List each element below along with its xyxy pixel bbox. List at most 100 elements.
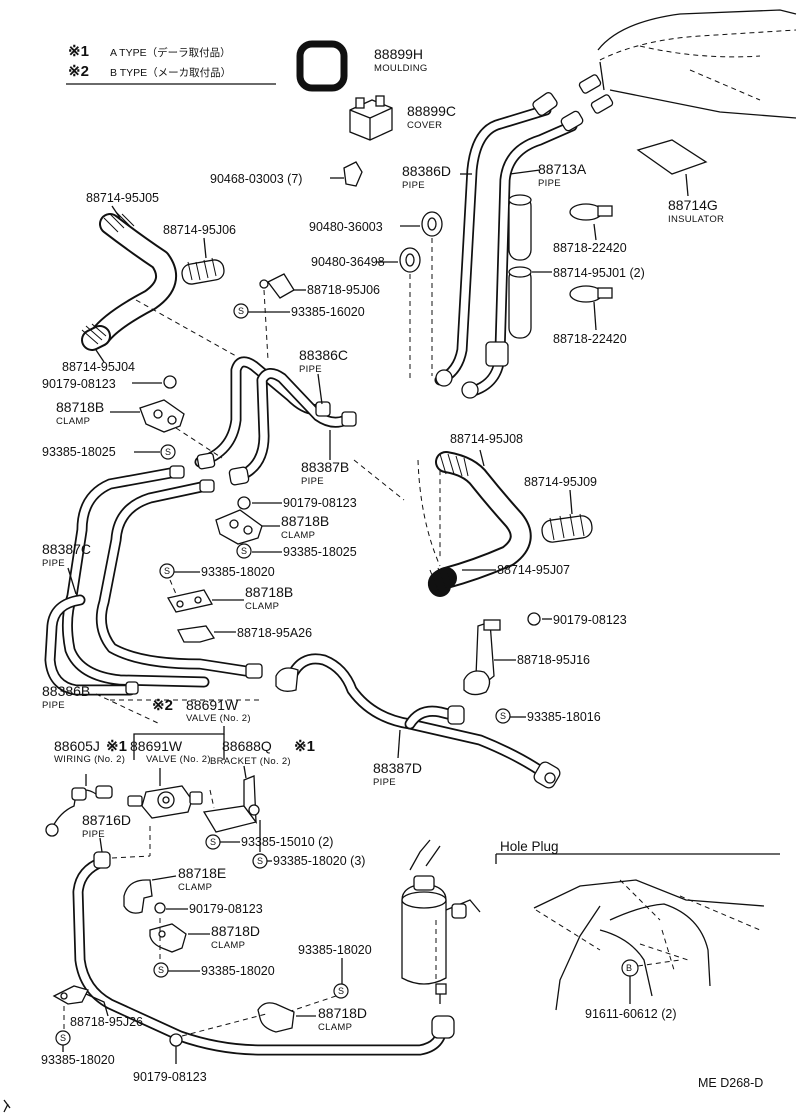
s-mark: S [165,447,171,457]
pipe-top-connector-2 [560,110,584,132]
part-90179-08123-a: 90179-08123 [42,377,116,391]
mark-a-type-wiring: ※1 [106,738,127,755]
part-88387d: 88387D [373,760,422,776]
pipe-joint [485,341,509,367]
pipe-nut-1 [435,369,453,387]
s-mark: S [238,306,244,316]
pipe-88387d: 88387D PIPE [275,653,561,789]
s-mark: S [210,837,216,847]
part-88714-95j05: 88714-95J05 [86,191,159,205]
part-88718b-b: 88718B [281,513,329,529]
pipe-top-connector-1 [532,92,558,116]
clamp-88718b-middle: 90179-08123 88718B CLAMP S 93385-18025 [215,496,357,559]
pipe-nut-2 [461,381,479,399]
part-88387b-desc: PIPE [301,476,324,487]
b-mark: B [626,963,632,973]
part-88387c-desc: PIPE [42,558,65,569]
tubes-95j01: 88714-95J01 (2) [508,194,645,339]
s-mark: S [500,711,506,721]
cover-88899c: 88899C COVER [349,95,456,141]
part-88688q-desc: BRACKET (No. 2) [210,756,291,767]
part-93385-18025-a: 93385-18025 [42,445,116,459]
part-90179-08123-c: 90179-08123 [553,613,627,627]
part-90468-03003: 90468-03003 (7) [210,172,302,186]
clamp-95j06: 88718-95J06 S 93385-16020 [135,273,380,361]
part-90179-08123-d: 90179-08123 [189,902,263,916]
part-88386d: 88386D [402,163,451,179]
valve-group: ※2 88691W VALVE (No. 2) 88605J WIRING (N… [45,693,315,837]
part-88718e-desc: CLAMP [178,882,212,893]
part-88691w-b: 88691W [186,697,239,713]
part-88688q: 88688Q [222,738,272,754]
clamps-lower: 88718E CLAMP 90179-08123 88718D CLAMP S … [123,865,275,978]
part-90480-36003: 90480-36003 [309,220,383,234]
part-93385-15010: 93385-15010 (2) [241,835,333,849]
part-88718b-a-desc: CLAMP [56,416,90,427]
part-88718-95a26: 88718-95A26 [237,626,312,640]
part-88716d: 88716D [82,812,131,828]
part-88386b: 88386B [42,683,90,699]
clamps-22420: 88718-22420 88718-22420 [553,203,627,346]
part-88714-95j01: 88714-95J01 (2) [553,266,645,280]
part-93385-18020-d: 93385-18020 [41,1053,115,1067]
part-88718d-b: 88718D [318,1005,367,1021]
part-88718-95j06: 88718-95J06 [307,283,380,297]
part-88605j: 88605J [54,738,100,754]
pipe-end-nut [431,1015,455,1039]
part-88714-95j06: 88714-95J06 [163,223,236,237]
part-88691w-a-desc: VALVE (No. 2) [146,754,211,765]
part-88718d-a-desc: CLAMP [211,940,245,951]
clamp-88718d-bottom: 93385-18020 S 88718D CLAMP 90179-08123 [133,943,372,1084]
part-88387b: 88387B [301,459,349,475]
part-88387d-desc: PIPE [373,777,396,788]
part-88714-95j09: 88714-95J09 [524,475,597,489]
canister [401,839,481,1004]
mark-b-type-valve: ※2 [152,697,173,714]
part-88718e: 88718E [178,865,226,881]
part-88691w-b-desc: VALVE (No. 2) [186,713,251,724]
part-88714g: 88714G [668,197,718,213]
s-mark: S [338,986,344,996]
part-88718-22420-a: 88718-22420 [553,241,627,255]
part-93385-18020-b: 93385-18020 [201,964,275,978]
part-88386d-desc: PIPE [402,180,425,191]
part-88716d-desc: PIPE [82,829,105,840]
hoses-left-top: 88714-95J05 88714-95J06 88714-95J04 [62,191,236,374]
legend-a-text: A TYPE（デーラ取付品） [110,46,231,59]
part-88718d-b-desc: CLAMP [318,1022,352,1033]
pipes-top: 88386D PIPE 88713A PIPE [402,92,587,399]
part-88718b-c-desc: CLAMP [245,601,279,612]
s-mark: S [158,965,164,975]
part-91611-60612: 91611-60612 (2) [585,1007,677,1021]
tank-nipple-1 [578,74,602,94]
pipes-main: 88386C PIPE 88387B PIPE 88387C PIPE 8838… [42,347,357,711]
clamp-88718b-upper: 90179-08123 88718B CLAMP S 93385-18025 [42,375,223,460]
part-88718b-b-desc: CLAMP [281,530,315,541]
part-93385-18016: 93385-18016 [527,710,601,724]
insulator-88714g: 88714G INSULATOR [636,139,724,225]
part-88714g-desc: INSULATOR [668,214,724,225]
hoses-right: 88714-95J08 88714-95J09 88714-95J07 [353,432,597,597]
s-mark: S [60,1033,66,1043]
part-88714-95j07: 88714-95J07 [497,563,570,577]
part-88718-22420-b: 88718-22420 [553,332,627,346]
part-88899h: 88899H [374,46,423,62]
mark-a-type-bracket: ※1 [294,738,315,755]
part-88605j-desc: WIRING (No. 2) [54,754,125,765]
part-90179-08123-e: 90179-08123 [133,1070,207,1084]
hole-plug-panel: Hole Plug B 91611-60612 (2) [495,839,780,1021]
s-mark: S [241,546,247,556]
part-88899c: 88899C [407,103,456,119]
part-88713a-desc: PIPE [538,178,561,189]
part-88386c-desc: PIPE [299,364,322,375]
clip-90468: 90468-03003 (7) [210,161,363,187]
part-88386c: 88386C [299,347,348,363]
legend-b-text: B TYPE（メーカ取付品） [110,66,231,79]
legend: ※1 A TYPE（デーラ取付品） ※2 B TYPE（メーカ取付品） [66,43,276,85]
legend-b-mark: ※2 [68,63,89,80]
part-93385-16020: 93385-16020 [291,305,365,319]
part-93385-18020-3: 93385-18020 (3) [273,854,365,868]
part-88718b-c: 88718B [245,584,293,600]
part-90480-36498: 90480-36498 [311,255,385,269]
